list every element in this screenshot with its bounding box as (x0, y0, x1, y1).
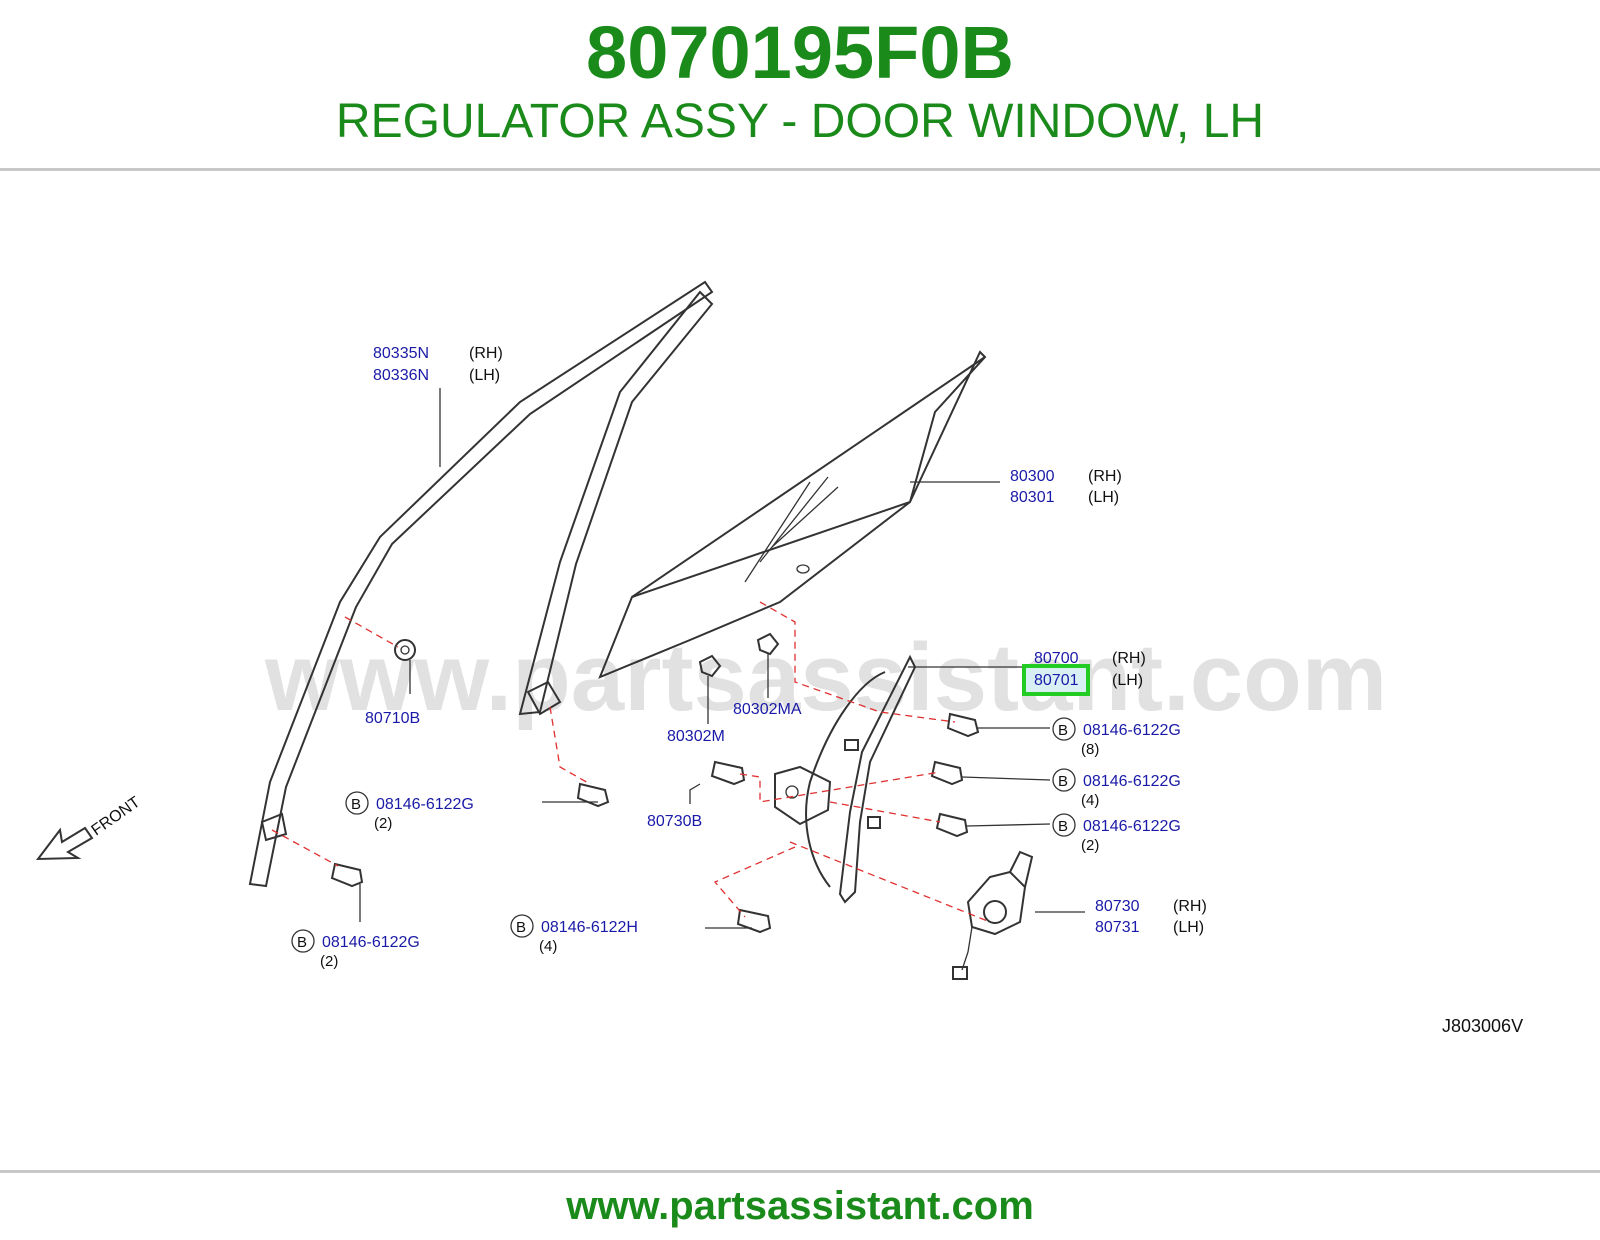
callout-sash-lh[interactable]: 80336N (373, 367, 429, 384)
bolt-marker-circle (291, 929, 315, 953)
watermark-text: www.partsassistant.com (264, 624, 1387, 731)
callout-grommet[interactable]: 80710B (365, 710, 420, 727)
grommet-part (394, 639, 416, 661)
bolt-marker: B (297, 934, 307, 951)
motor-part (952, 850, 1034, 980)
callout-regulator-lh[interactable]: 80701 (1034, 672, 1079, 689)
qty-bolt-left-mid: (2) (374, 815, 392, 832)
callout-bolt-top[interactable]: 08146-6122G (1083, 722, 1181, 739)
bolt-marker: B (516, 919, 526, 936)
bolt-marker: B (1058, 722, 1068, 739)
qty-bolt-h: (4) (539, 938, 557, 955)
reference-code: J803006V (1442, 1016, 1523, 1036)
side-lh: (LH) (1112, 672, 1143, 689)
callout-bolt-left-low[interactable]: 08146-6122G (322, 934, 420, 951)
header-divider (0, 168, 1600, 171)
side-lh: (LH) (1173, 919, 1204, 936)
side-lh: (LH) (469, 367, 500, 384)
bolt-marker-circle (1052, 813, 1076, 837)
bolt-marker: B (351, 796, 361, 813)
parts-diagram: www.partsassistant.com (35, 280, 1523, 1036)
qty-bolt-mid: (4) (1081, 792, 1099, 809)
highlight-box (1022, 664, 1090, 696)
qty-bolt-low: (2) (1081, 837, 1099, 854)
callout-glass-lh[interactable]: 80301 (1010, 489, 1055, 506)
callout-regulator-rh[interactable]: 80700 (1034, 650, 1079, 667)
callout-bolt-mid[interactable]: 08146-6122G (1083, 773, 1181, 790)
side-rh: (RH) (1088, 468, 1122, 485)
callout-clip-m[interactable]: 80302M (667, 728, 725, 745)
regulator-part (774, 654, 917, 904)
side-rh: (RH) (1112, 650, 1146, 667)
callout-bolt-h[interactable]: 08146-6122H (541, 919, 638, 936)
side-lh: (LH) (1088, 489, 1119, 506)
side-rh: (RH) (469, 345, 503, 362)
bolt-marker-circle (1052, 768, 1076, 792)
qty-bolt-left-low: (2) (320, 953, 338, 970)
callout-motor-lh[interactable]: 80731 (1095, 919, 1140, 936)
bolt-marker-circle (345, 791, 369, 815)
bolt-marker-circle (510, 914, 534, 938)
callout-glass-rh[interactable]: 80300 (1010, 468, 1055, 485)
leader-lines (359, 388, 1085, 929)
qty-bolt-top: (8) (1081, 741, 1099, 758)
door-glass-part (598, 350, 987, 679)
clip-parts (698, 632, 780, 678)
side-rh: (RH) (1173, 898, 1207, 915)
callout-bolt-left-mid[interactable]: 08146-6122G (376, 796, 474, 813)
part-number-title: 8070195F0B (586, 11, 1014, 94)
callout-sash-rh[interactable]: 80335N (373, 345, 429, 362)
bolt-marker-circle (1052, 717, 1076, 741)
front-label: FRONT (89, 794, 144, 840)
callout-motor-rh[interactable]: 80730 (1095, 898, 1140, 915)
footer-url-link[interactable]: www.partsassistant.com (566, 1184, 1034, 1228)
door-sash-part (248, 280, 714, 888)
callout-clip-ma[interactable]: 80302MA (733, 701, 802, 718)
callout-bolt-low[interactable]: 08146-6122G (1083, 818, 1181, 835)
callout-bolt-motor-mount[interactable]: 80730B (647, 813, 702, 830)
page-header: 8070195F0B REGULATOR ASSY - DOOR WINDOW,… (0, 0, 1600, 168)
bolt-marker: B (1058, 773, 1068, 790)
footer-divider (0, 1170, 1600, 1173)
part-description: REGULATOR ASSY - DOOR WINDOW, LH (335, 95, 1265, 148)
front-direction-arrow: FRONT (35, 794, 144, 861)
assembly-dashed-lines (271, 601, 991, 923)
bolt-marker: B (1058, 818, 1068, 835)
